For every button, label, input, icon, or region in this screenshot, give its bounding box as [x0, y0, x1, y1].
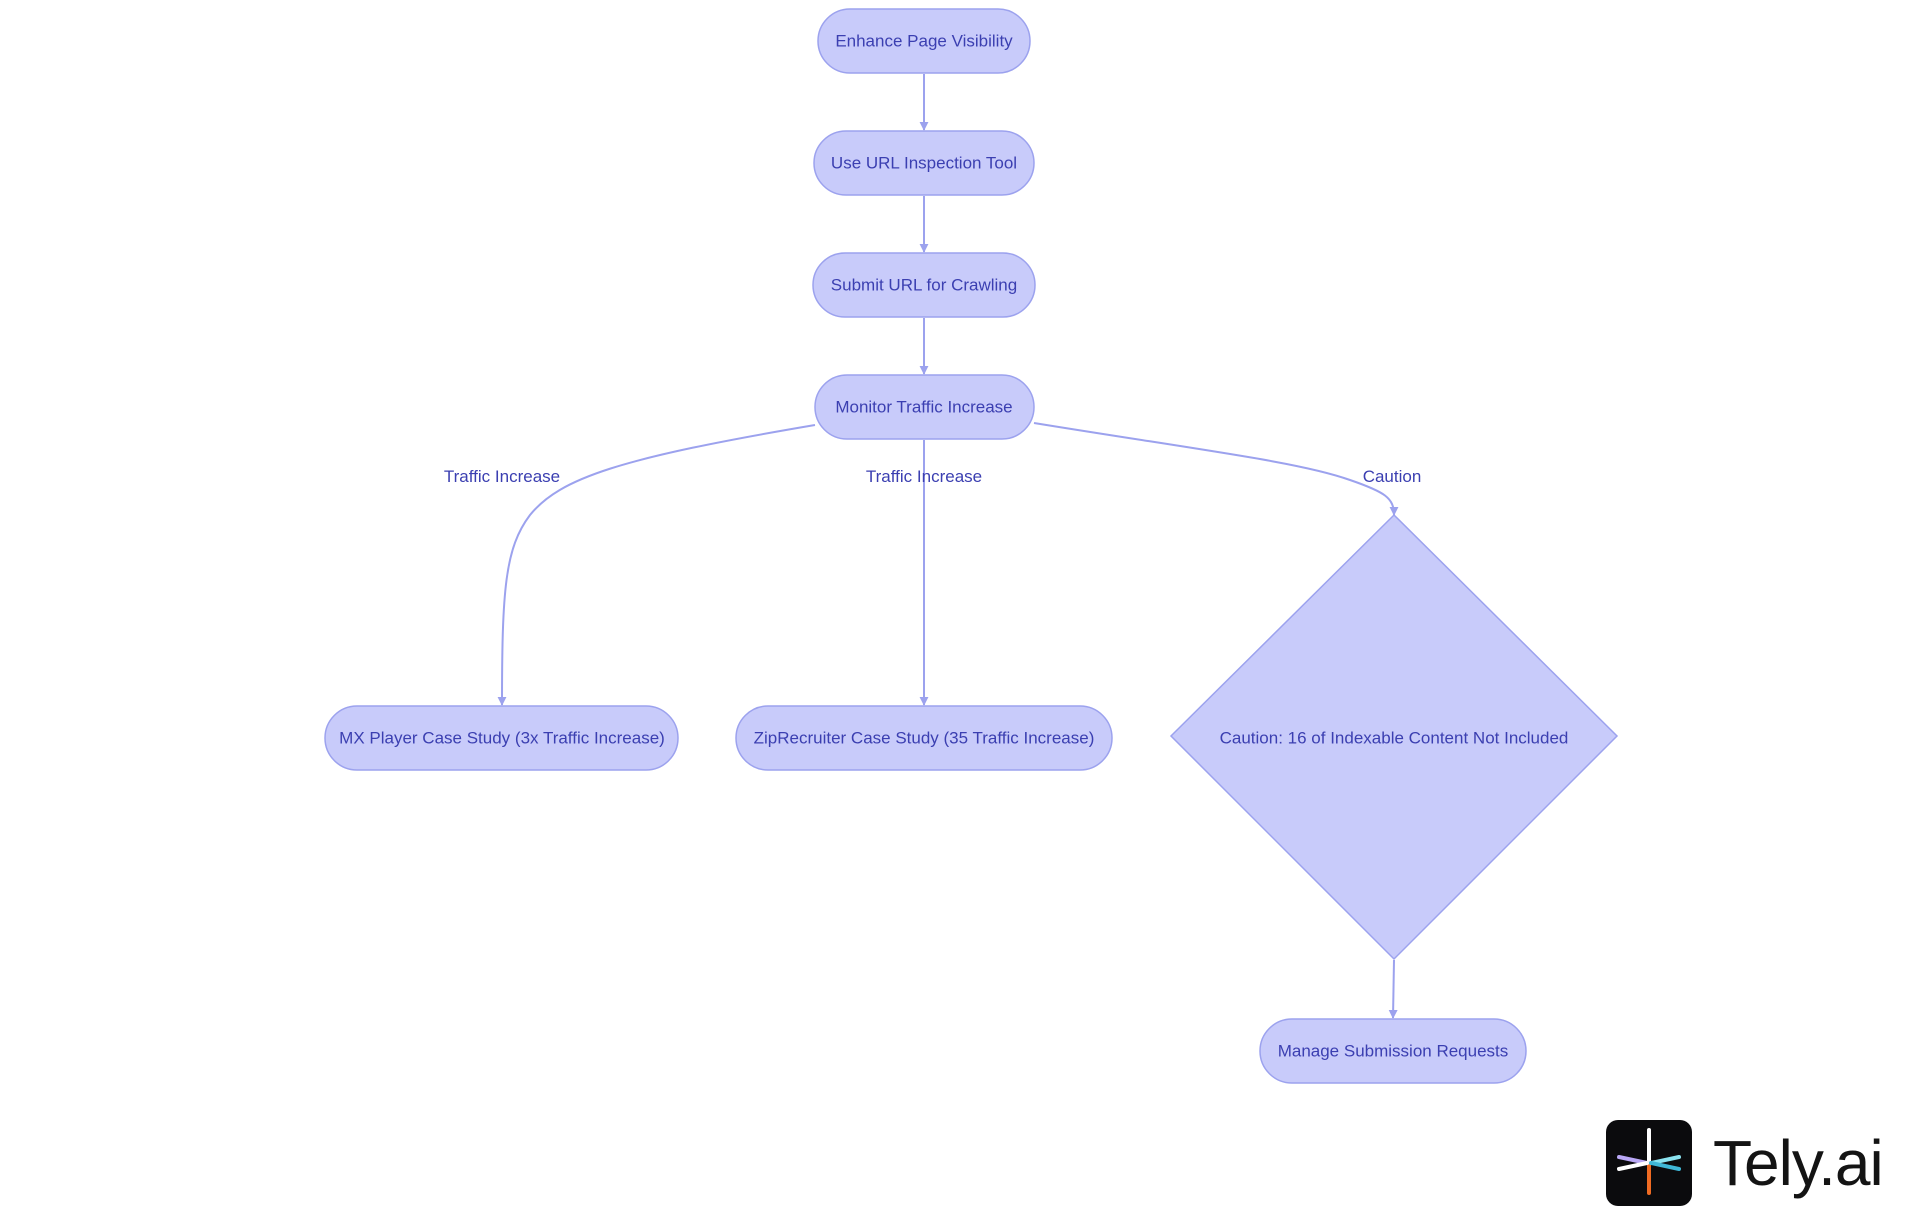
node-enhance-page-visibility — [817, 8, 1031, 74]
edge-caution-to-manage — [1388, 959, 1398, 1019]
node-label-monitor: Monitor Traffic Increase — [835, 398, 1012, 417]
edge-monitor-to-mxplayer — [497, 424, 816, 706]
logo-wordmark: Tely.ai — [1713, 1127, 1884, 1199]
tely-logo: Tely.ai — [1606, 1120, 1896, 1206]
node-label-enhance: Enhance Page Visibility — [835, 32, 1013, 51]
edge-label-traffic-increase-center: Traffic Increase — [866, 467, 982, 486]
edge-label-caution: Caution — [1363, 467, 1422, 486]
node-caution-decision — [1169, 513, 1619, 961]
node-manage-submission-requests — [1259, 1018, 1527, 1084]
node-label-mxplayer: MX Player Case Study (3x Traffic Increas… — [339, 729, 665, 748]
node-use-url-inspection-tool — [813, 130, 1035, 196]
node-monitor-traffic-increase — [814, 374, 1035, 440]
node-mx-player-case-study — [324, 705, 679, 771]
node-label-manage: Manage Submission Requests — [1278, 1042, 1509, 1061]
node-label-submit: Submit URL for Crawling — [831, 276, 1017, 295]
node-label-ziprecruiter: ZipRecruiter Case Study (35 Traffic Incr… — [754, 729, 1095, 748]
node-label-caution: Caution: 16 of Indexable Content Not Inc… — [1220, 729, 1569, 748]
node-label-inspect: Use URL Inspection Tool — [831, 154, 1017, 173]
node-submit-url-for-crawling — [812, 252, 1036, 318]
edge-monitor-to-caution — [1033, 422, 1399, 516]
edge-label-traffic-increase-left: Traffic Increase — [444, 467, 560, 486]
node-ziprecruiter-case-study — [735, 705, 1113, 771]
tely-spark-icon — [1606, 1120, 1692, 1206]
